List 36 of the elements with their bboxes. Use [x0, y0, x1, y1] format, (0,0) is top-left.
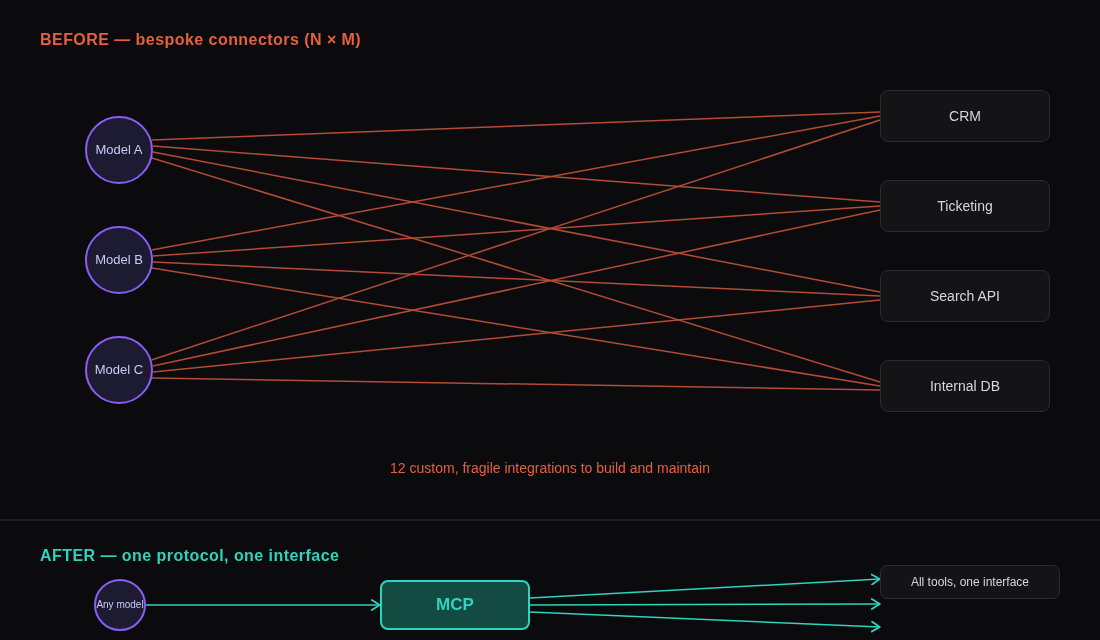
- section-heading: AFTER — one protocol, one interface: [40, 546, 340, 566]
- arrow: [529, 598, 881, 610]
- tool-box: [880, 270, 1050, 322]
- model-circle: [94, 579, 146, 631]
- protocol-box: [380, 580, 530, 630]
- node-label: CRM: [949, 107, 981, 125]
- arrow: [529, 573, 881, 599]
- tool-box: [880, 90, 1050, 142]
- connector-line: [152, 205, 881, 257]
- connector-line: [152, 209, 881, 367]
- connector-line: [150, 111, 881, 141]
- section-heading: BEFORE — bespoke connectors (N × M): [40, 30, 362, 50]
- node-label: Model B: [95, 252, 143, 268]
- tool-box: [880, 565, 1060, 599]
- node-label: Any model: [96, 599, 144, 611]
- arrow: [145, 599, 381, 611]
- connector-line: [150, 115, 881, 251]
- note-text: 12 custom, fragile integrations to build and maintain: [390, 460, 710, 477]
- tool-box: [880, 360, 1050, 412]
- connector-line: [151, 157, 881, 383]
- tool-box: [880, 180, 1050, 232]
- node-label: Model C: [94, 362, 144, 378]
- arrow: [529, 611, 881, 633]
- node-label: Ticketing: [937, 197, 993, 215]
- connector-line: [151, 267, 881, 387]
- node-label: MCP: [436, 594, 474, 616]
- connector-line: [150, 119, 881, 361]
- connector-line: [151, 377, 881, 391]
- node-label: Model A: [95, 142, 143, 158]
- connector-line: [152, 299, 881, 373]
- connector-line: [152, 151, 881, 293]
- node-label: Search API: [929, 287, 1000, 305]
- node-label: All tools, one interface: [910, 574, 1030, 590]
- connector-line: [152, 261, 881, 297]
- node-label: Internal DB: [929, 377, 1000, 395]
- connector-line: [152, 145, 881, 203]
